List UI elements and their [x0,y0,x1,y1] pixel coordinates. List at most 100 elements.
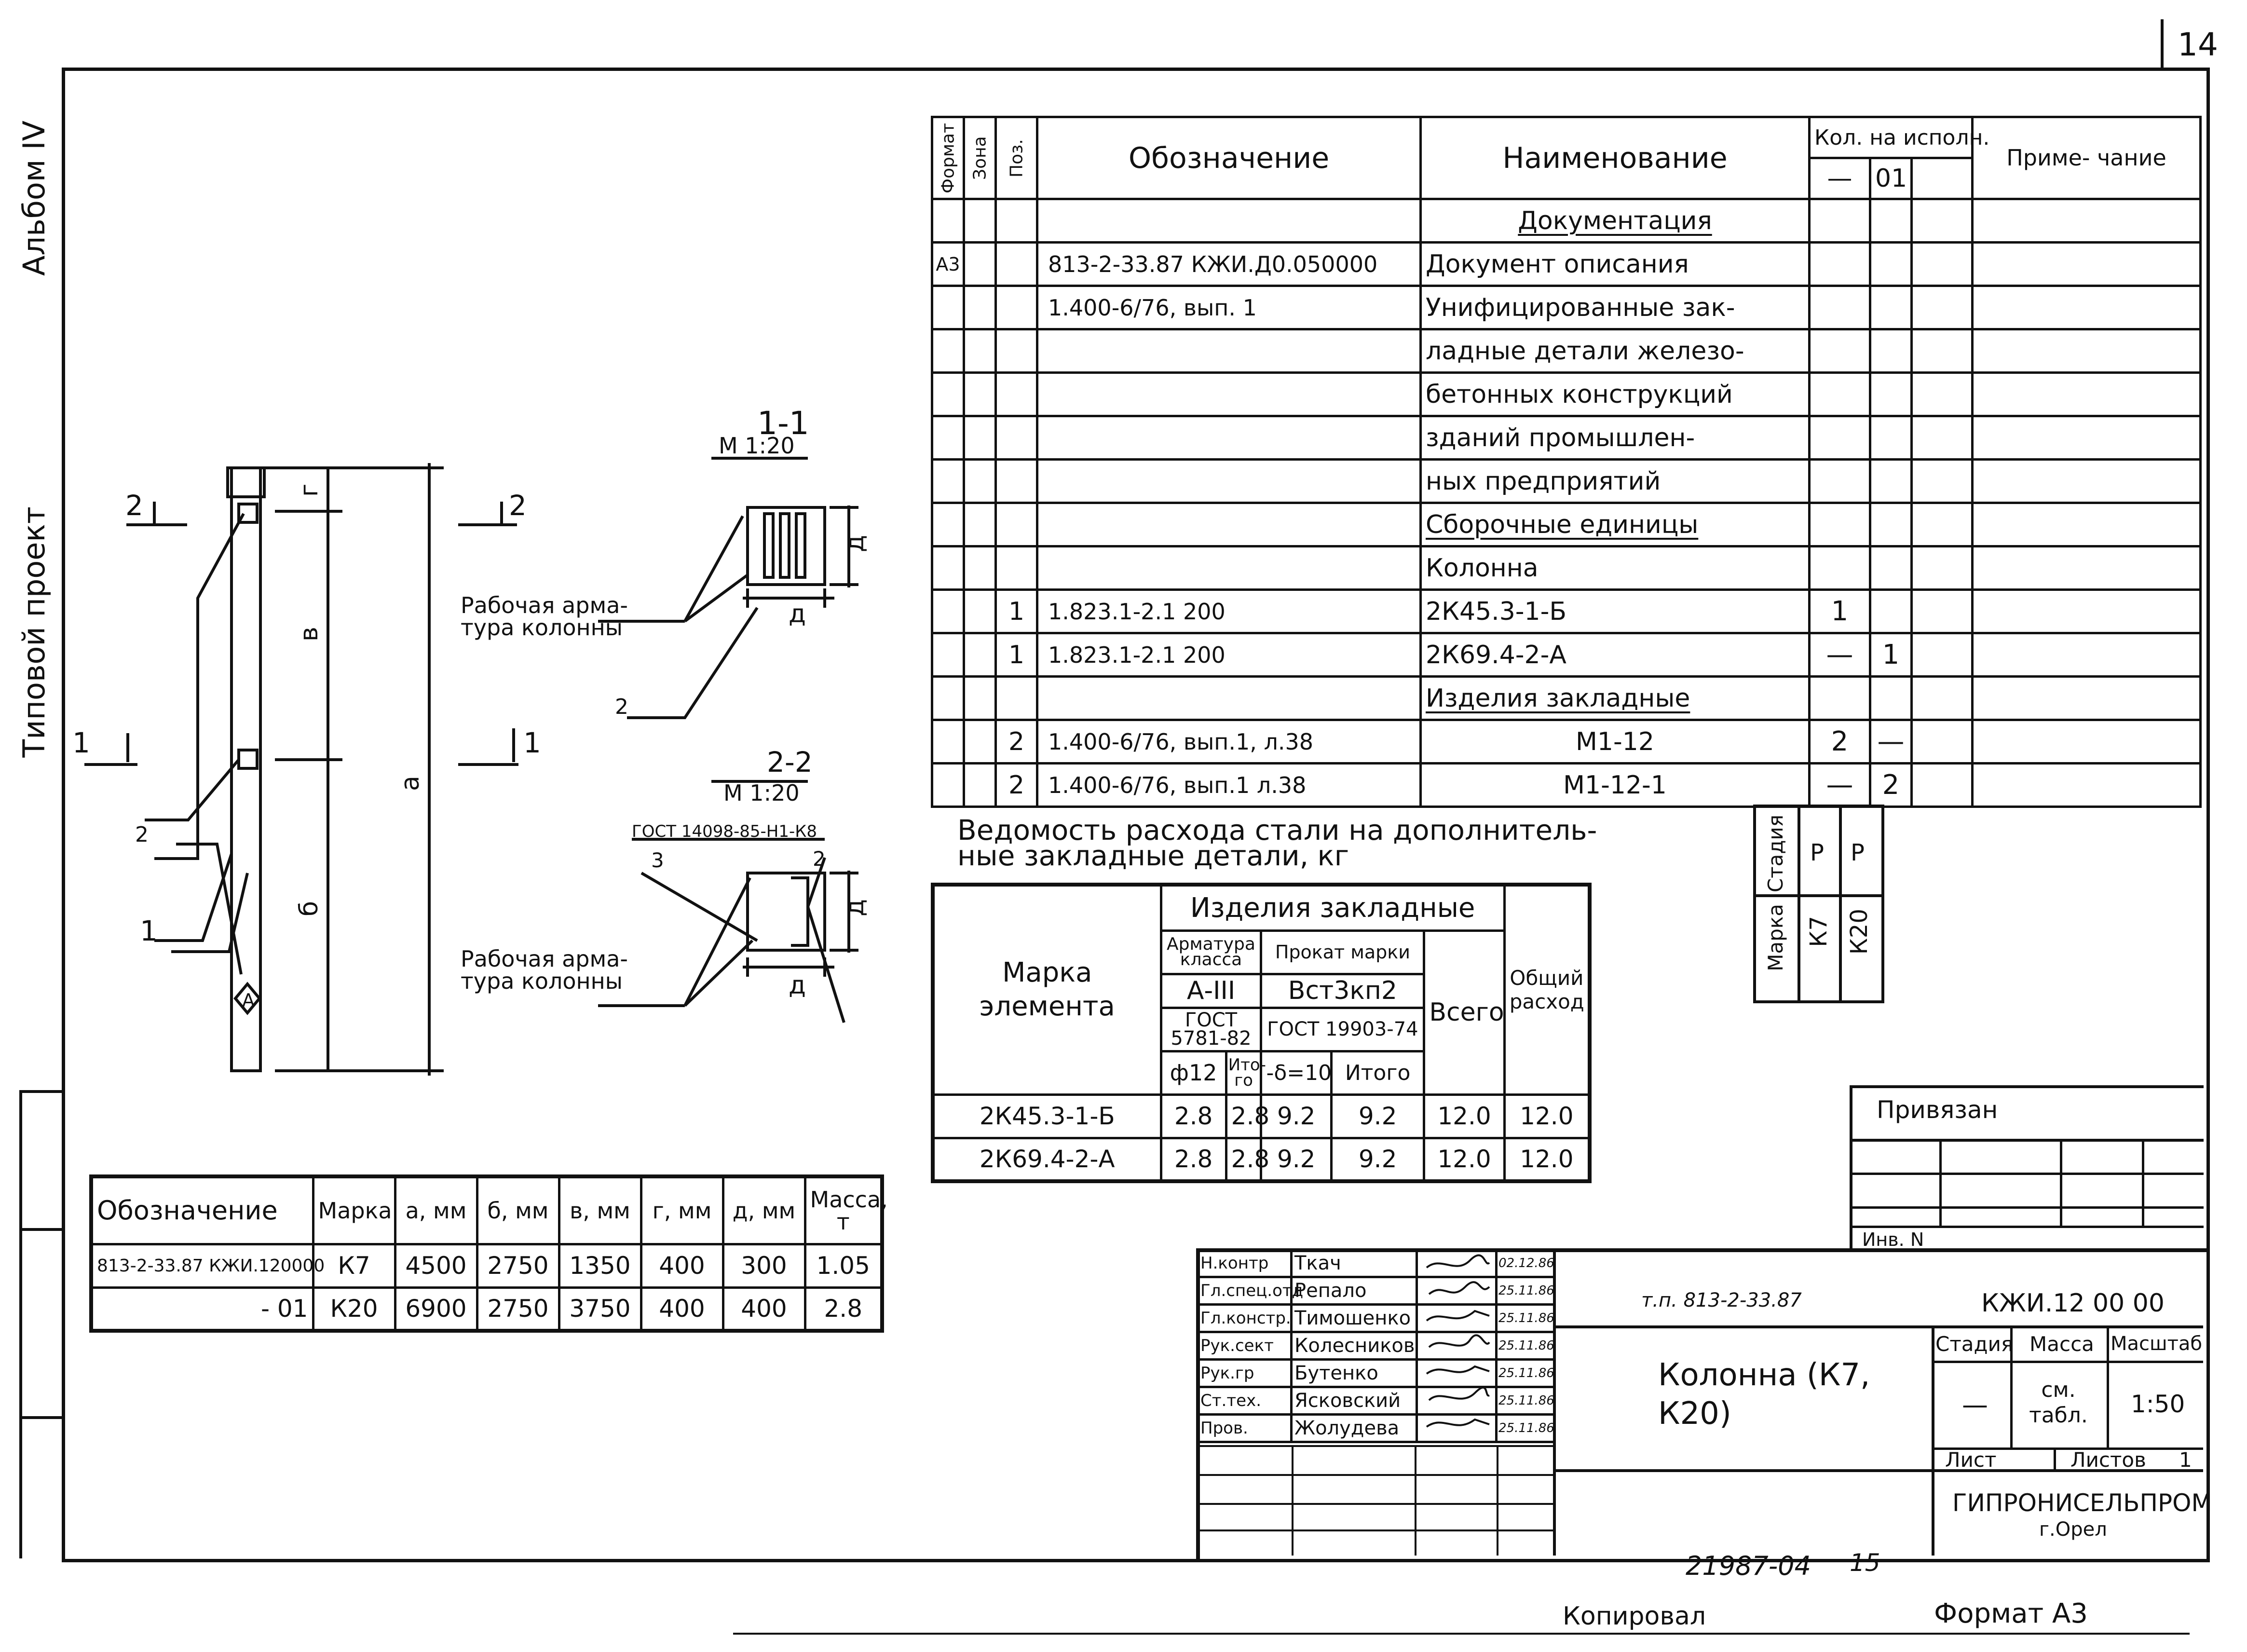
section1-scale: М 1:20 [719,433,795,459]
page-number: 14 [2178,26,2218,63]
spec-qty-a [1808,675,1871,721]
spec-qty-a [1808,458,1871,504]
steel-head-class: А-III [1159,972,1263,1009]
steel-head-sub2: Итого [1330,1050,1426,1096]
spec-format [931,675,965,721]
spec-designation [1036,371,1422,417]
spec-qty-a [1808,415,1871,461]
spec-qty-a: 2 [1808,719,1871,765]
spec-name: 2К69.4-2-А [1419,632,1811,678]
spec-qty-b [1869,675,1913,721]
spec-head-name: Наименование [1419,116,1811,200]
spec-row: Изделия закладные [931,675,2202,721]
spec-head-qty-a: — [1808,157,1871,200]
dims-head-cell: г, мм [640,1175,724,1245]
section2-scale: М 1:20 [723,780,800,806]
spec-pos: 1 [994,588,1038,634]
spec-qty-b [1869,241,1913,287]
spec-qty-a [1808,328,1871,374]
spec-name: Сборочные единицы [1419,502,1811,547]
spec-format [931,458,965,504]
spec-qty-a [1808,198,1871,244]
dims-cell: 813-2-33.87 КЖИ.120000 [90,1242,325,1289]
spec-qty-b: — [1869,719,1913,765]
section2-d-vert: д [841,899,870,916]
dims-head-cell: д, мм [722,1175,806,1245]
steel-cell-v2: 2.8 [1225,1093,1269,1139]
stage-label: Стадия [1764,815,1787,893]
dims-cell: - 01 [90,1286,314,1332]
signer-name: Колесников [1290,1331,1418,1361]
spec-qty-b [1869,285,1913,330]
steel-head-gost1: ГОСТ 5781-82 [1159,1006,1263,1052]
spec-qty-b [1869,371,1913,417]
title-scale-value: 1:50 [2131,1390,2185,1418]
spec-name: Изделия закладные [1419,675,1811,721]
title-scale-head: Масштаб [2111,1333,2203,1355]
spec-qty-a: 1 [1808,588,1871,634]
dims-head-cell: Обозначение [90,1175,314,1245]
spec-designation [1036,675,1422,721]
title-name: Колонна (К7, К20) [1658,1357,1870,1432]
signer-date: 25.11.86 [1495,1358,1555,1388]
signer-name: Бутенко [1290,1358,1418,1388]
spec-qty-b [1869,198,1913,244]
steel-cell-v6: 12.0 [1503,1136,1591,1183]
section1-title: 1-1 [757,405,809,442]
cut1-right-label: 1 [523,726,541,759]
spec-name: зданий промышлен- [1419,415,1811,461]
steel-cell-v3: 9.2 [1260,1136,1333,1183]
spec-pos: 2 [994,762,1038,808]
spec-designation: 1.823.1-2.1 200 [1036,632,1422,678]
dims-head-cell: в, мм [558,1175,642,1245]
privyazan-block: Привязан Инв. N [1850,1085,2204,1252]
signer-role: Гл.констр. [1196,1303,1293,1333]
title-code: КЖИ.12 00 00 [1981,1289,2165,1318]
signer-role: Рук.сект [1196,1331,1293,1361]
dim-b-label: б [295,901,324,916]
pos2b-label: 2 [615,695,628,719]
dims-cell: 400 [722,1286,806,1332]
steel-head-phi: ф12 [1159,1050,1227,1096]
steel-cell-v4: 9.2 [1330,1093,1426,1139]
spec-name: Унифицированные зак- [1419,285,1811,330]
steel-head-sub1: Ито- го [1225,1050,1266,1096]
section1-d-vert: д [841,535,870,552]
title-city: г.Орел [2039,1518,2107,1541]
spec-format [931,198,965,244]
steel-head-total: Всего [1423,929,1506,1096]
rebar-callout-1: Рабочая арма- тура колонны [461,592,628,641]
steel-cell-v5: 12.0 [1423,1093,1506,1139]
spec-name: Колонна [1419,545,1811,591]
stage-value-1: Р [1810,839,1824,866]
spec-qty-a [1808,241,1871,287]
title-org: ГИПРОНИСЕЛЬПРОМ [1952,1489,2212,1517]
steel-cell-v1: 2.8 [1159,1136,1227,1183]
pos2-label: 2 [135,822,149,847]
signer-date: 02.12.86 [1495,1248,1555,1278]
spec-row: Сборочные единицы [931,502,2202,547]
section2-d-label: д [789,971,806,1000]
spec-pos [994,285,1038,330]
spec-pos [994,545,1038,591]
title-project: т.п. 813-2-33.87 [1641,1289,1802,1311]
title-mass-head: Масса [2029,1332,2094,1356]
title-stage-head: Стадия [1935,1332,2014,1356]
dims-cell: 400 [640,1242,724,1289]
spec-designation: 1.400-6/76, вып.1 л.38 [1036,762,1422,808]
spec-designation: 1.400-6/76, вып. 1 [1036,285,1422,330]
spec-name: М1-12-1 [1419,762,1811,808]
page-number-box [2161,19,2164,68]
specification-table: Формат Зона Поз. Обозначение Наименовани… [931,116,2202,808]
dims-cell: 300 [722,1242,806,1289]
dims-cell: 2750 [476,1286,560,1332]
spec-format: А3 [931,241,965,287]
